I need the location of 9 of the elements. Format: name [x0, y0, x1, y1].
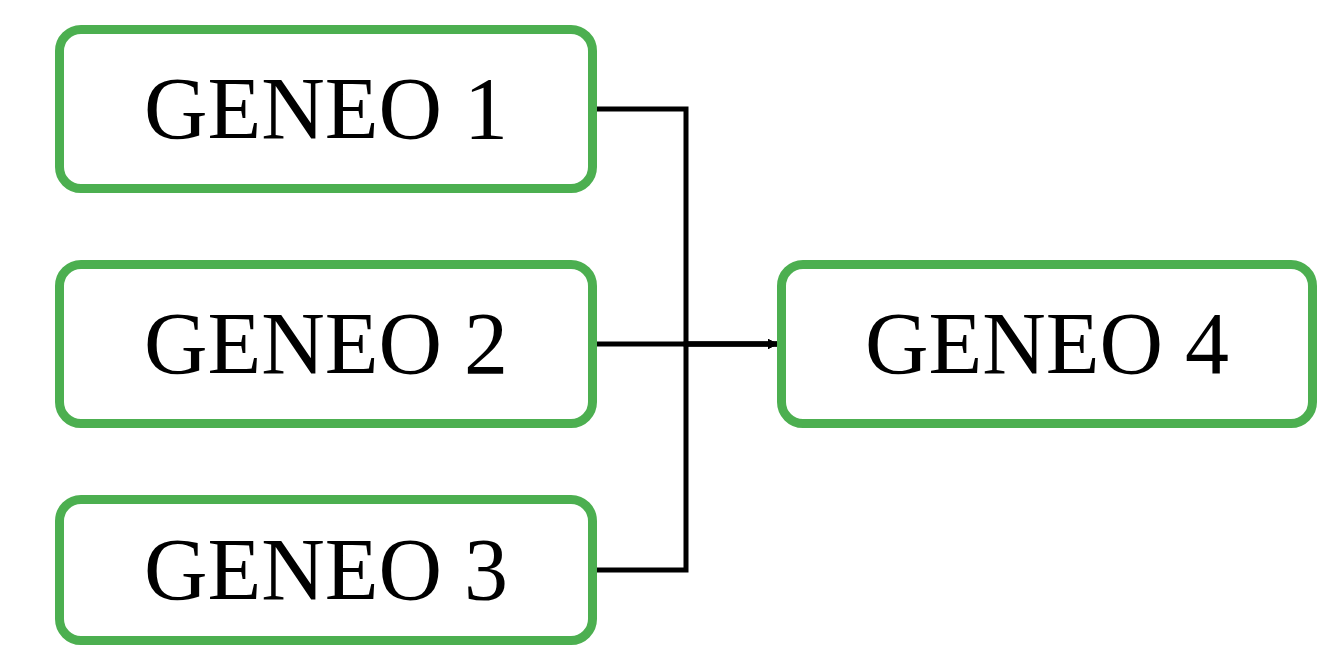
box-label: GENEO 2: [143, 300, 509, 388]
box-label: GENEO 1: [143, 65, 509, 153]
box-label: GENEO 3: [143, 526, 509, 614]
process-box: [55, 260, 597, 428]
process-box: [55, 495, 597, 645]
box-label: GENEO 4: [864, 300, 1230, 388]
process-box: [55, 25, 597, 193]
arrow: [597, 339, 778, 573]
process-box: [777, 260, 1317, 428]
